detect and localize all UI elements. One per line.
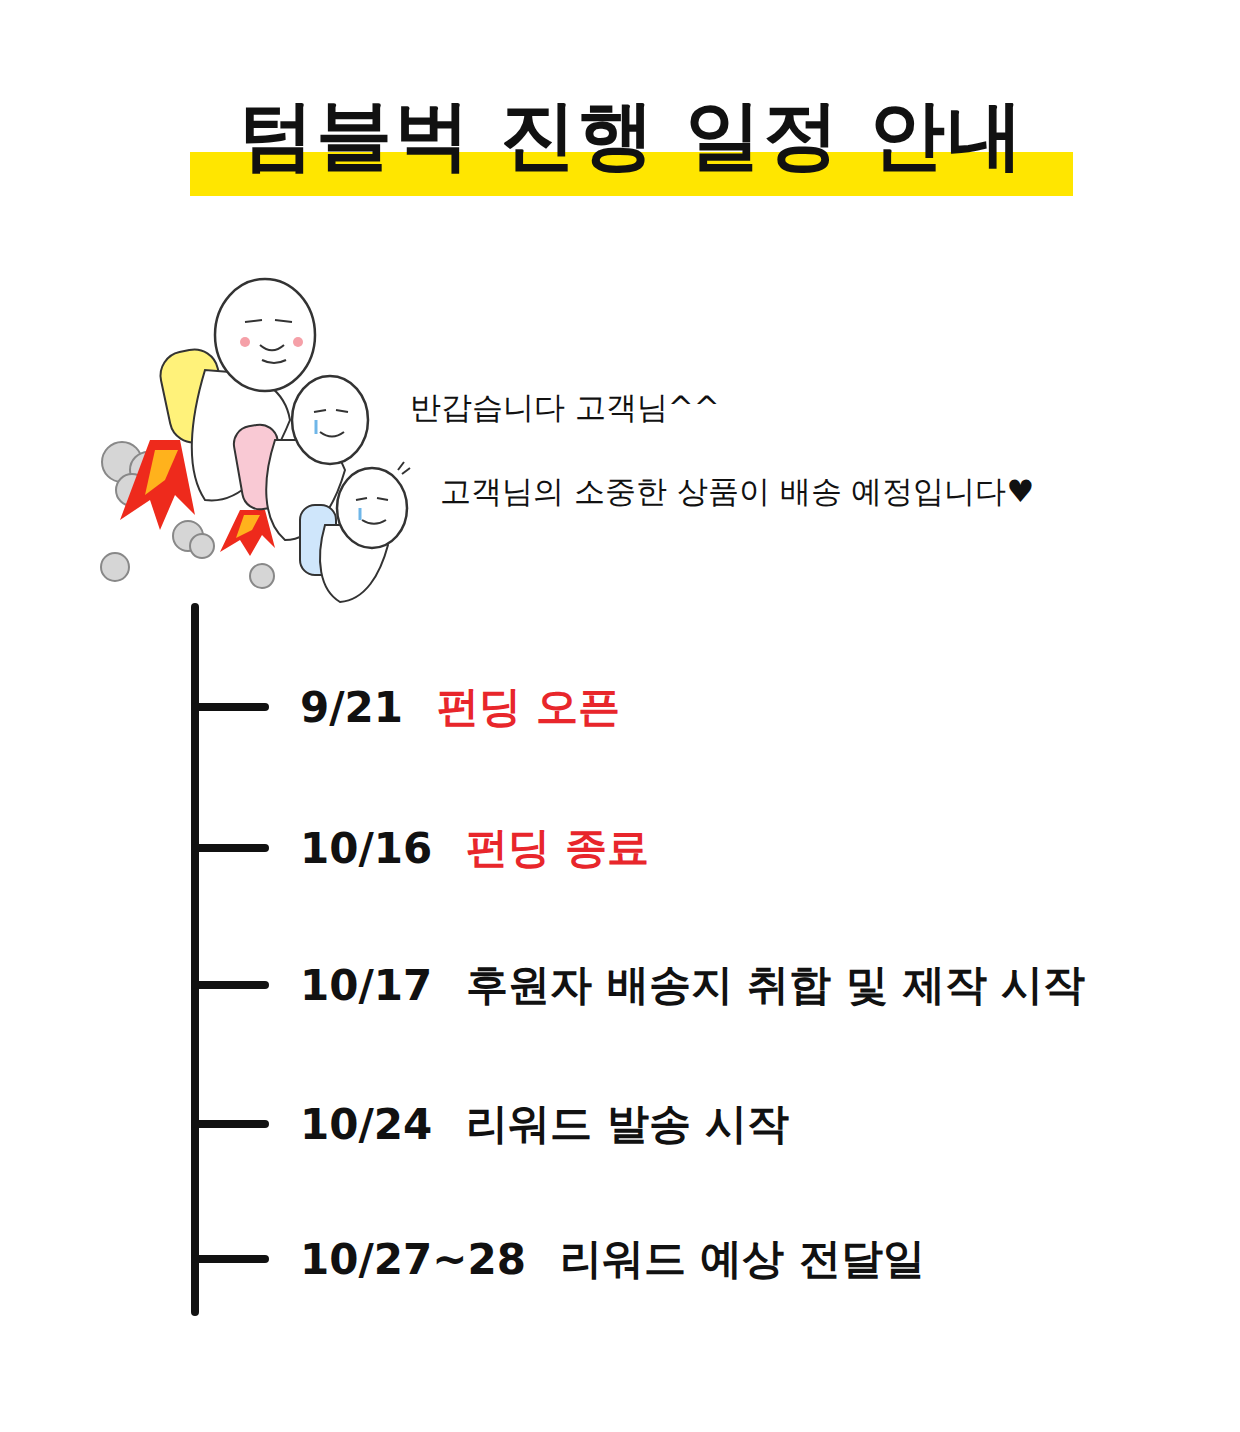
milestone-label: 후원자 배송지 취합 및 제작 시작 [466,957,1085,1013]
timeline-row: 10/27~28 리워드 예상 전달일 [300,1231,925,1287]
date-label: 9/21 [300,683,403,732]
greeting-text: 고객님의 소중한 상품이 배송 예정입니다♥ [440,471,1034,513]
face [356,462,410,524]
smoke-puff [250,564,274,588]
face [245,320,292,363]
timeline-tick [195,1255,265,1263]
smoke-puff [190,534,214,558]
greeting-text: 반갑습니다 고객님^^ [410,387,720,429]
head [215,279,315,391]
tear [315,420,318,434]
tear [359,508,362,520]
smoke-puff [101,553,129,581]
date-label: 10/24 [300,1100,432,1149]
date-label: 10/17 [300,961,432,1010]
timeline-row: 10/24 리워드 발송 시작 [300,1096,789,1152]
milestone-label: 펀딩 종료 [466,820,649,876]
timeline-tick [195,703,265,711]
milestone-label: 리워드 예상 전달일 [560,1231,925,1287]
head [337,468,407,548]
flame [220,510,275,556]
page-title: 텀블벅 진행 일정 안내 [238,85,1025,188]
flame [236,515,260,538]
face [314,410,348,437]
timeline-row: 10/17 후원자 배송지 취합 및 제작 시작 [300,957,1085,1013]
timeline-row: 9/21 펀딩 오픈 [300,679,620,735]
milestone-label: 펀딩 오픈 [437,679,620,735]
timeline-axis [191,607,199,1312]
date-label: 10/27~28 [300,1235,526,1284]
cheek [240,337,250,347]
milestone-label: 리워드 발송 시작 [466,1096,789,1152]
timeline-row: 10/16 펀딩 종료 [300,820,649,876]
flame [145,450,178,495]
head [292,376,368,464]
cheek [293,337,303,347]
flame [120,440,195,530]
timeline-tick [195,1120,265,1128]
date-label: 10/16 [300,824,432,873]
timeline-tick [195,981,265,989]
timeline-tick [195,844,265,852]
